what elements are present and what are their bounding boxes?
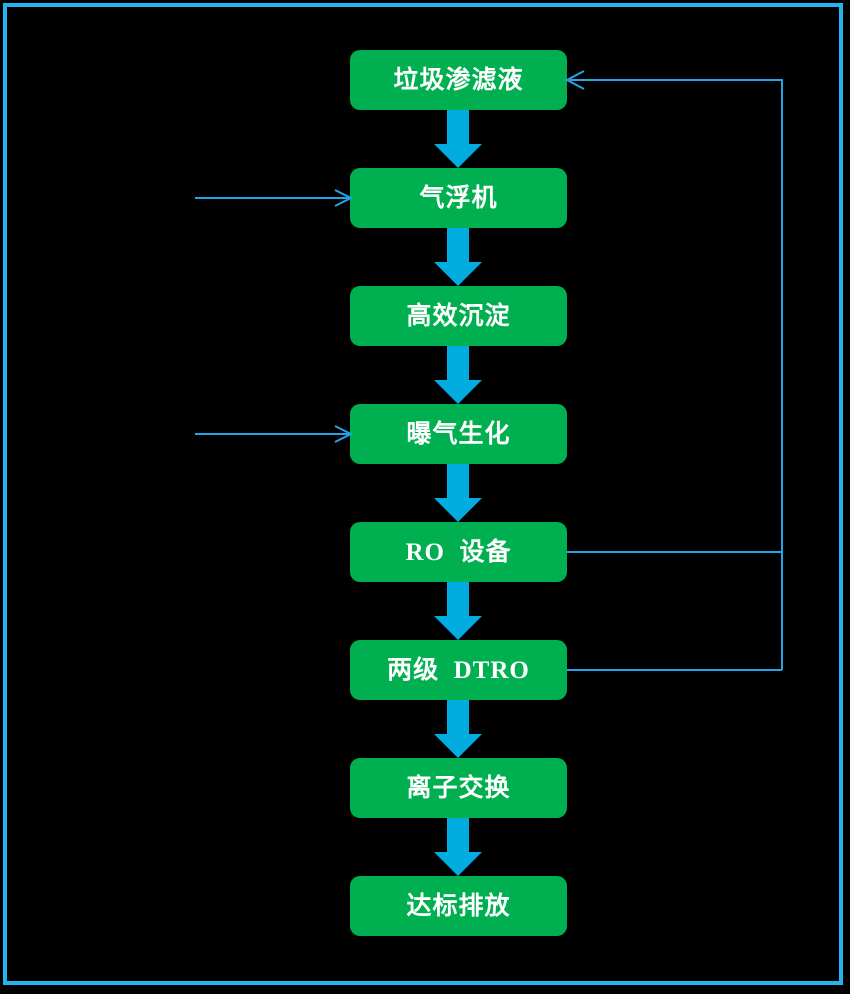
process-node-sedimentation[interactable]: 高效沉淀 bbox=[350, 286, 567, 346]
process-node-label: 离子交换 bbox=[406, 774, 511, 802]
down-arrow-icon bbox=[434, 346, 482, 404]
process-node-label: 曝气生化 bbox=[406, 420, 511, 448]
process-node-discharge[interactable]: 达标排放 bbox=[350, 876, 567, 936]
process-node-ro[interactable]: RO 设备 bbox=[350, 522, 567, 582]
down-arrow-icon bbox=[434, 582, 482, 640]
process-node-label: RO 设备 bbox=[405, 538, 512, 566]
process-node-label: 达标排放 bbox=[406, 892, 511, 920]
process-node-label: 高效沉淀 bbox=[406, 302, 511, 330]
process-node-label: 气浮机 bbox=[419, 184, 498, 212]
feed-arrow-into-flotation bbox=[195, 188, 352, 208]
process-node-ionexchange[interactable]: 离子交换 bbox=[350, 758, 567, 818]
down-arrow-icon bbox=[434, 818, 482, 876]
process-node-label: 两级 DTRO bbox=[387, 656, 530, 684]
down-arrow-icon bbox=[434, 110, 482, 168]
feed-arrow-into-aeration bbox=[195, 424, 352, 444]
down-arrow-icon bbox=[434, 700, 482, 758]
return-line-ro-and-dtro-to-leachate bbox=[560, 68, 790, 688]
process-node-leachate[interactable]: 垃圾渗滤液 bbox=[350, 50, 567, 110]
process-node-label: 垃圾渗滤液 bbox=[393, 66, 524, 94]
process-node-aeration[interactable]: 曝气生化 bbox=[350, 404, 567, 464]
process-node-dtro[interactable]: 两级 DTRO bbox=[350, 640, 567, 700]
down-arrow-icon bbox=[434, 464, 482, 522]
down-arrow-icon bbox=[434, 228, 482, 286]
process-node-flotation[interactable]: 气浮机 bbox=[350, 168, 567, 228]
